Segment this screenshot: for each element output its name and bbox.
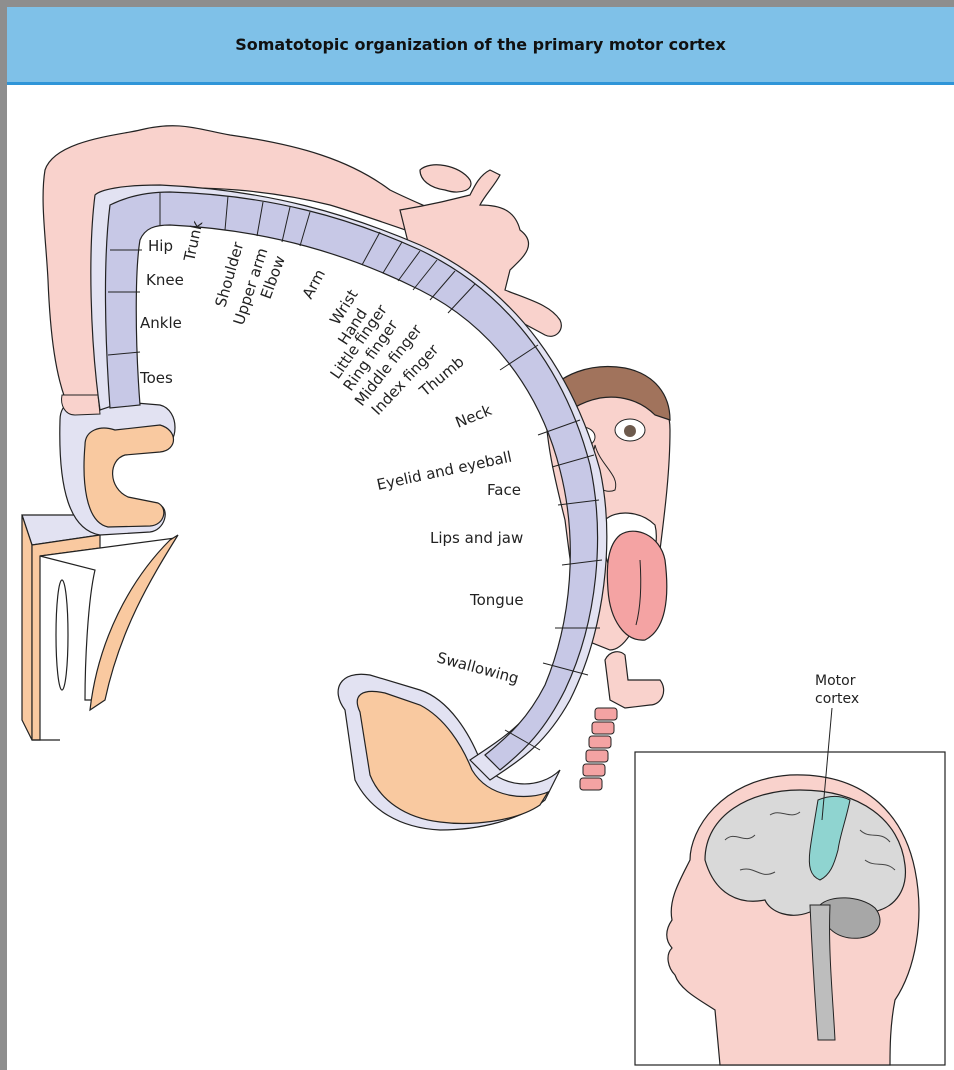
label-ankle: Ankle <box>140 314 182 332</box>
label-toes: Toes <box>139 369 173 387</box>
label-face: Face <box>487 481 521 499</box>
gyrus-left-base <box>60 398 175 535</box>
label-lips-jaw: Lips and jaw <box>430 529 523 547</box>
label-swallowing: Swallowing <box>435 648 521 687</box>
label-arm: Arm <box>299 266 329 302</box>
inset-brain-panel: Motor cortex <box>635 673 945 1065</box>
slab-cross-section <box>22 515 178 740</box>
label-knee: Knee <box>146 271 184 289</box>
label-neck: Neck <box>453 401 495 432</box>
inset-label-motor: Motor <box>815 673 856 689</box>
label-tongue: Tongue <box>469 591 524 609</box>
label-hip: Hip <box>148 237 173 255</box>
inset-label-cortex: cortex <box>815 691 859 707</box>
